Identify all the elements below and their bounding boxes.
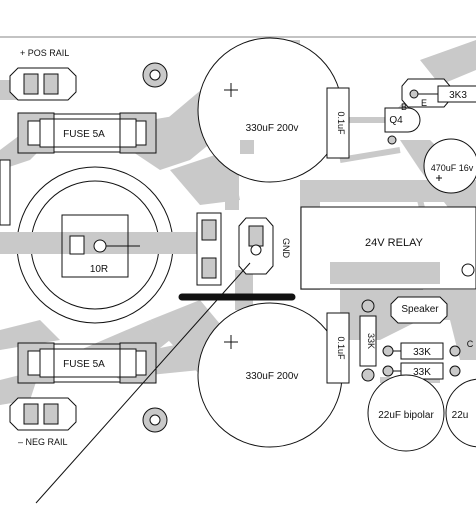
speaker-connector: Speaker [390, 296, 448, 324]
capacitor-small-top-label: 0.1uF [336, 111, 346, 135]
resistor-3k3: 3K3 [401, 78, 476, 108]
capacitor-bipolar-label: 22uF bipolar [378, 410, 434, 421]
pos-rail-connector: + POS RAIL [9, 48, 77, 101]
mounting-hole-bottom [142, 407, 168, 433]
pin-c-label: C [467, 339, 474, 349]
capacitor-bottom-330uf: 330uF 200v [197, 302, 343, 448]
pointer-line [35, 262, 251, 504]
capacitor-top-330uf: 330uF 200v [197, 37, 343, 183]
capacitor-top-label: 330uF 200v [246, 123, 299, 134]
resistor-33k-a: 33K C [382, 339, 474, 360]
fuse-top: FUSE 5A [17, 112, 157, 154]
capacitor-small-bottom-label: 0.1uF [336, 336, 346, 360]
gnd-connector: GND [196, 212, 291, 286]
fuse-top-label: FUSE 5A [63, 129, 105, 140]
resistor-10r-label: 10R [90, 264, 108, 275]
capacitor-470uf-label: 470uF 16v [431, 163, 474, 173]
capacitor-22uf-bipolar-2: 22u [445, 378, 476, 448]
resistor-3k3-label: 3K3 [449, 90, 467, 101]
transistor-q4-label: Q4 [389, 115, 403, 126]
fuse-bottom-label: FUSE 5A [63, 359, 105, 370]
capacitor-bottom-label: 330uF 200v [246, 371, 299, 382]
capacitor-470uf: 470uF 16v [423, 138, 476, 194]
pos-rail-label: + POS RAIL [20, 48, 69, 58]
speaker-label: Speaker [401, 304, 439, 315]
relay-label: 24V RELAY [365, 237, 424, 249]
left-edge-component [0, 159, 11, 226]
gnd-label: GND [281, 238, 291, 259]
relay-24v: 24V RELAY [300, 206, 476, 290]
capacitor-22uf-bipolar: 22uF bipolar [367, 374, 445, 452]
capacitor-bipolar-2-label: 22u [452, 410, 469, 421]
resistor-33k-b-label: 33K [413, 367, 431, 378]
toroid-resistor-10r: 10R [0, 166, 178, 324]
neg-rail-connector: – NEG RAIL [9, 397, 77, 447]
resistor-33k-a-label: 33K [413, 347, 431, 358]
pin-e-label: E [421, 98, 427, 108]
capacitor-small-top: 0.1uF [326, 87, 350, 159]
resistor-33k-vertical-label: 33K [366, 333, 376, 349]
transistor-q4: Q4 B E [384, 98, 427, 145]
neg-rail-label: – NEG RAIL [18, 437, 68, 447]
mounting-hole-top [142, 62, 168, 88]
pin-b-label: B [401, 102, 407, 112]
resistor-33k-vertical: 33K [359, 299, 377, 382]
capacitor-small-bottom: 0.1uF [326, 312, 350, 384]
fuse-bottom: FUSE 5A [17, 342, 157, 384]
